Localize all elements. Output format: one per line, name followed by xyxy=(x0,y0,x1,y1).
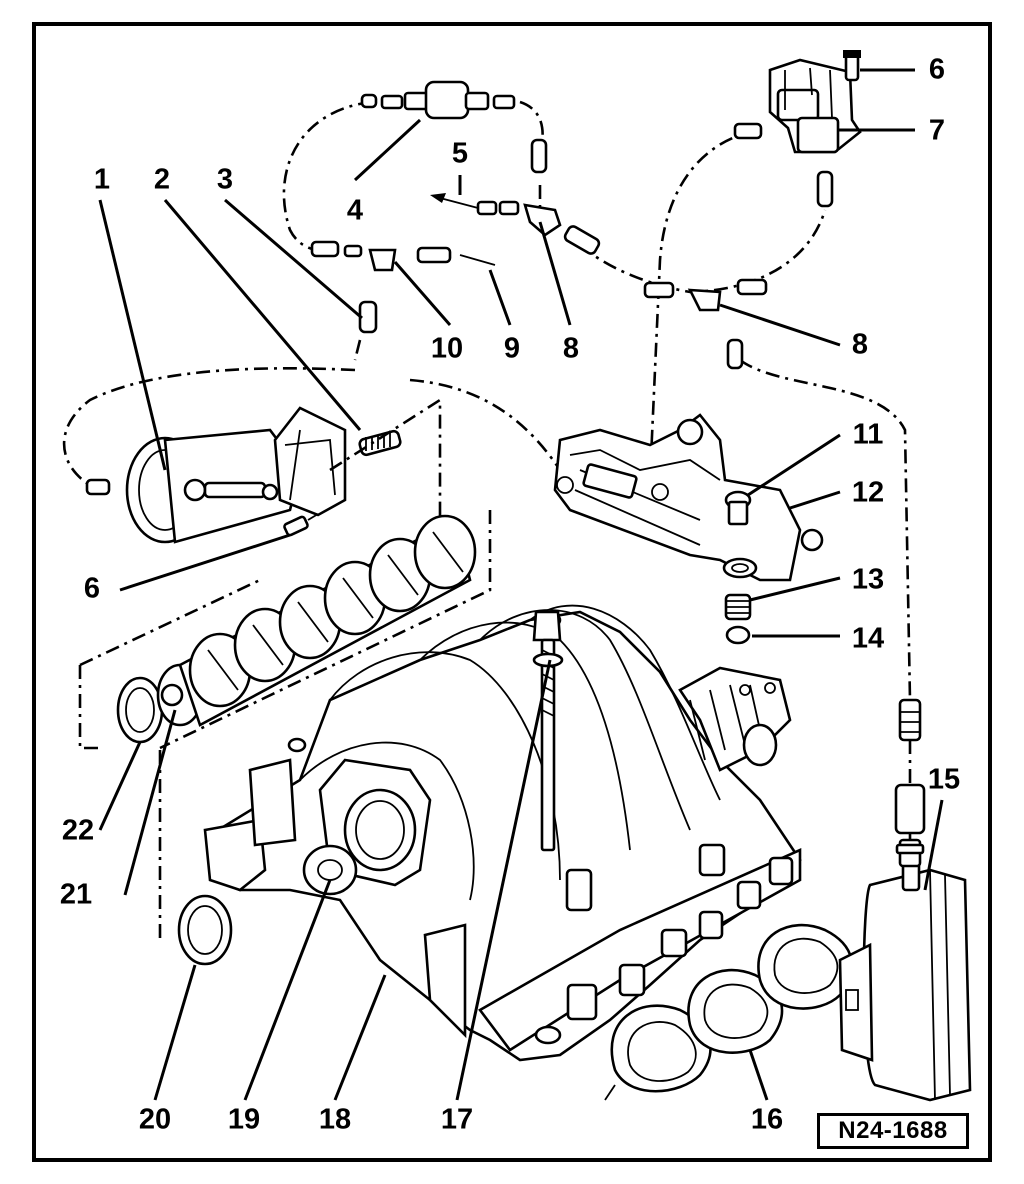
callout-5: 5 xyxy=(451,137,469,170)
manifold-gaskets xyxy=(604,923,854,1101)
callout-3: 3 xyxy=(216,163,234,196)
reference-code-label: N24-1688 xyxy=(817,1113,969,1149)
callout-20: 20 xyxy=(138,1103,172,1136)
callout-19: 19 xyxy=(227,1103,261,1136)
callout-6-left: 6 xyxy=(83,572,101,605)
callout-4: 4 xyxy=(346,194,364,227)
callout-15: 15 xyxy=(927,763,961,796)
callout-22: 22 xyxy=(61,814,95,847)
callout-1: 1 xyxy=(93,163,111,196)
callout-12: 12 xyxy=(851,476,885,509)
callout-21: 21 xyxy=(59,878,93,911)
flap-shaft-assembly xyxy=(116,514,477,744)
callout-18: 18 xyxy=(318,1103,352,1136)
assembly-brackets xyxy=(78,397,492,940)
callout-14: 14 xyxy=(851,622,885,655)
callout-10: 10 xyxy=(430,332,464,365)
callout-17: 17 xyxy=(440,1103,474,1136)
hose-connectors xyxy=(310,80,834,370)
callout-6-top: 6 xyxy=(928,53,946,86)
manifold-bolt xyxy=(532,610,564,852)
leader-lines xyxy=(98,68,944,1101)
vacuum-actuator xyxy=(85,406,402,544)
callout-8-right: 8 xyxy=(851,328,869,361)
callout-16: 16 xyxy=(750,1103,784,1136)
callout-9: 9 xyxy=(503,332,521,365)
callout-11: 11 xyxy=(852,418,884,451)
solenoid-valve-assembly xyxy=(768,50,862,154)
callout-2: 2 xyxy=(153,163,171,196)
vacuum-reservoir xyxy=(838,698,972,1102)
mounting-bracket xyxy=(553,413,824,645)
callout-8-center: 8 xyxy=(562,332,580,365)
flap-shaft-seals xyxy=(177,894,233,966)
intake-manifold xyxy=(203,604,802,1062)
callout-13: 13 xyxy=(851,563,885,596)
callout-7: 7 xyxy=(928,114,946,147)
